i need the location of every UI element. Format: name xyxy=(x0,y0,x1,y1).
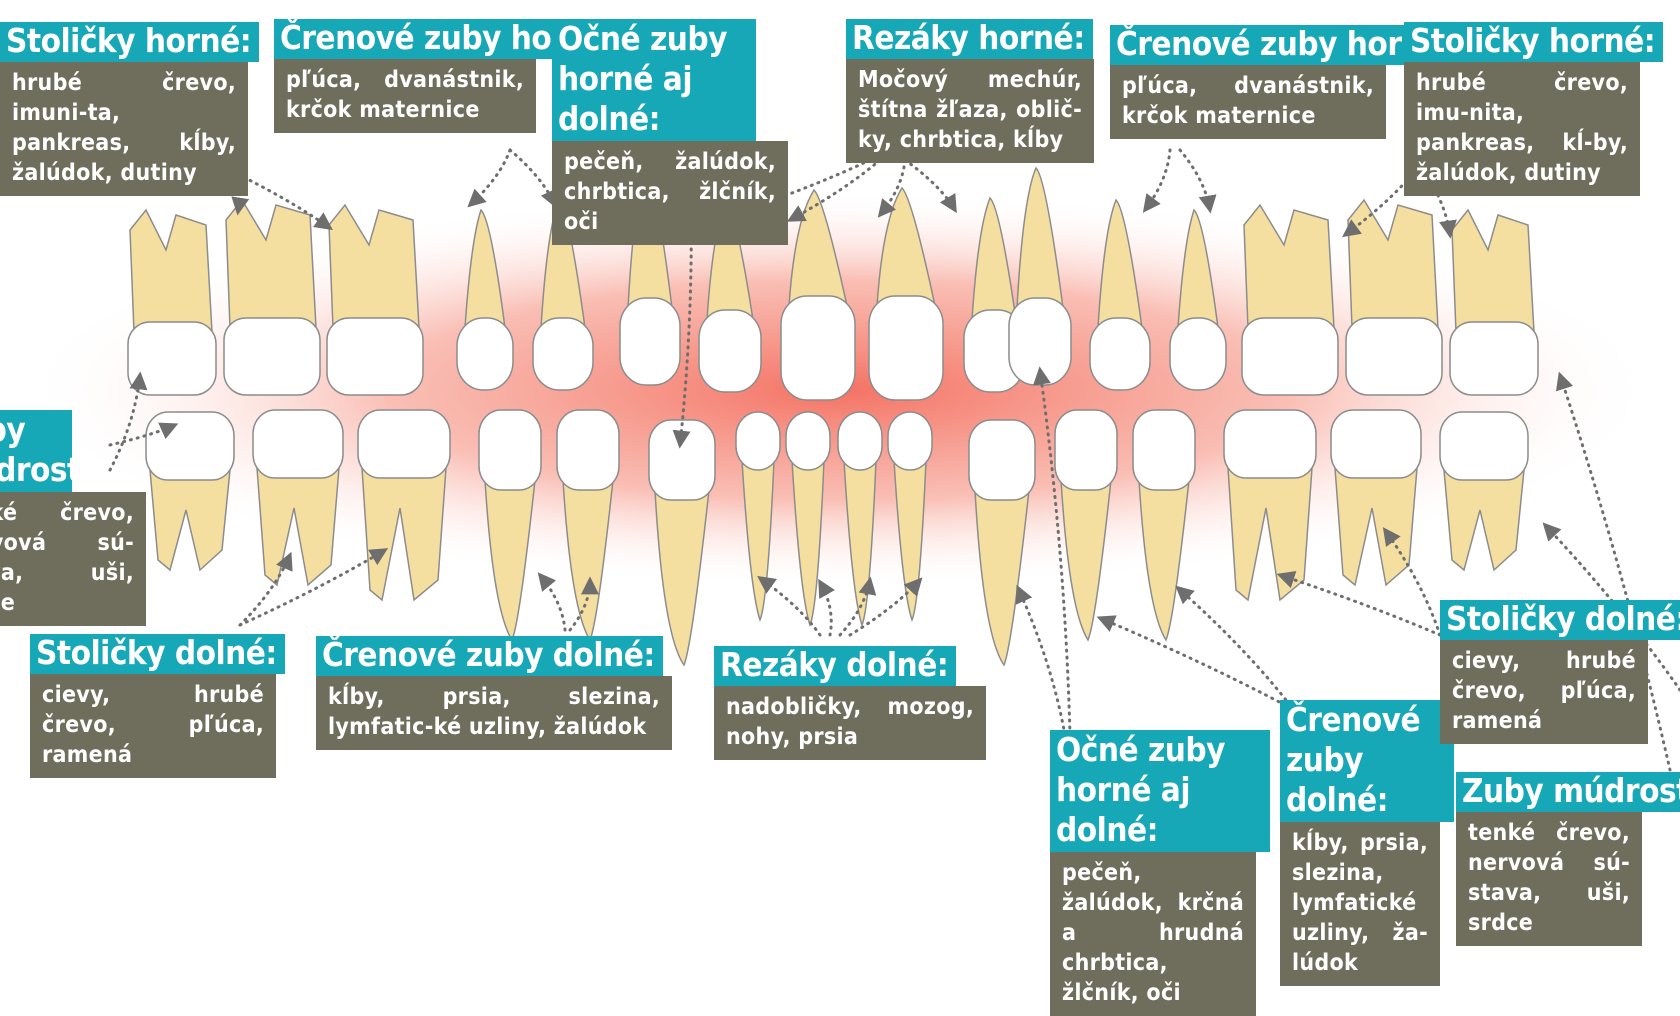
leader-arrow xyxy=(1178,148,1217,214)
label-lower-incisors: Rezáky dolné: nadobličky, mozog, nohy, p… xyxy=(714,646,986,760)
label-body: pľúca, dvanástnik, krčok maternice xyxy=(1110,65,1386,139)
label-title: Stoličky horné: xyxy=(0,22,260,62)
lower-tooth xyxy=(648,419,716,667)
leader-arrow xyxy=(1015,584,1067,737)
label-body: tenké črevo, nervová sú-stava, uši, srdc… xyxy=(0,492,146,626)
leader-arrow xyxy=(1382,527,1442,637)
upper-tooth xyxy=(1169,208,1227,391)
upper-tooth xyxy=(326,203,424,396)
leader-arrow xyxy=(108,422,179,447)
label-title: Rezáky dolné: xyxy=(714,646,957,686)
label-title: Stoličky dolné: xyxy=(1440,600,1680,640)
label-lower-premolars-left: Črenové zuby dolné: kĺby, prsia, slezina… xyxy=(316,636,672,750)
leader-arrow xyxy=(786,158,882,222)
leader-arrow xyxy=(238,548,389,627)
label-wisdom-teeth-left: Zuby múdrosti: tenké črevo, nervová sú-s… xyxy=(0,410,146,626)
label-body: hrubé črevo, imu-nita, pankreas, kĺ-by, … xyxy=(1404,62,1640,196)
upper-tooth xyxy=(1345,198,1443,396)
teeth-group xyxy=(127,166,1539,667)
leader-arrow xyxy=(877,158,907,218)
leader-arrow xyxy=(848,577,923,637)
label-title: Rezáky horné: xyxy=(846,19,1093,59)
upper-tooth xyxy=(698,198,762,393)
label-title: Očné zuby horné aj dolné: xyxy=(552,19,756,141)
leader-arrow xyxy=(1142,148,1172,213)
lower-tooth xyxy=(1223,409,1317,602)
label-upper-premolars-left: Črenové zuby horné: pľúca, dvanástnik, k… xyxy=(274,19,626,133)
lower-tooth xyxy=(357,409,451,602)
label-body: hrubé črevo, imuni-ta, pankreas, kĺby, ž… xyxy=(0,62,248,196)
label-body: cievy, hrubé črevo, pľúca, ramená xyxy=(1440,640,1648,744)
lower-tooth xyxy=(252,409,344,587)
label-lower-premolars-right: Črenové zuby dolné: kĺby, prsia, slezina… xyxy=(1280,700,1454,986)
label-body: kĺby, prsia, slezina, lymfatické uzliny,… xyxy=(1280,822,1440,986)
label-title: Zuby múdrosti: xyxy=(0,410,102,492)
label-body: nadobličky, mozog, nohy, prsia xyxy=(714,686,986,760)
label-body: cievy, hrubé črevo, pľúca, ramená xyxy=(30,674,276,778)
label-lower-molars-right: Stoličky dolné: cievy, hrubé črevo, pľúc… xyxy=(1440,600,1680,744)
lower-tooth xyxy=(735,411,781,623)
label-upper-molars-right: Stoličky horné: hrubé črevo, imu-nita, p… xyxy=(1404,22,1664,196)
label-upper-incisors: Rezáky horné: Močový mechúr, štítna žľaz… xyxy=(846,19,1094,163)
leader-arrow xyxy=(838,576,877,637)
label-body: pečeň, žalúdok, krčná a hrudná chrbtica,… xyxy=(1050,852,1256,1016)
label-title: Stoličky horné: xyxy=(1404,22,1664,62)
label-body: kĺby, prsia, slezina, lymfatic-ké uzliny… xyxy=(316,676,672,750)
arrows-group xyxy=(108,148,1680,772)
leader-arrow xyxy=(568,576,599,632)
label-body: tenké črevo, nervová sú-stava, uši, srdc… xyxy=(1456,812,1642,946)
upper-tooth xyxy=(1089,198,1151,391)
label-title: Črenové zuby horné: xyxy=(1110,25,1462,65)
leader-arrow xyxy=(108,371,148,472)
teeth-diagram xyxy=(20,148,1680,772)
label-wisdom-teeth-right: Zuby múdrosti: tenké črevo, nervová sú-s… xyxy=(1456,772,1680,946)
upper-tooth xyxy=(223,198,321,396)
upper-tooth xyxy=(127,208,217,396)
lower-tooth xyxy=(785,411,831,628)
leader-arrow xyxy=(903,158,957,214)
label-title: Očné zuby horné aj dolné: xyxy=(1050,730,1270,852)
upper-tooth xyxy=(1449,208,1539,396)
upper-tooth xyxy=(1241,203,1339,396)
leader-arrow xyxy=(1096,615,1287,707)
label-body: pečeň, žalúdok, chrbtica, žlčník, oči xyxy=(552,141,788,245)
upper-tooth xyxy=(1008,166,1072,386)
leader-arrow xyxy=(1276,571,1442,637)
label-canines-top: Očné zuby horné aj dolné: pečeň, žalúdok… xyxy=(552,19,788,245)
lower-tooth xyxy=(887,411,933,623)
label-title: Črenové zuby dolné: xyxy=(316,636,663,676)
lower-tooth xyxy=(145,411,235,572)
label-upper-molars-left: Stoličky horné: hrubé črevo, imuni-ta, p… xyxy=(0,22,260,196)
lower-tooth xyxy=(1330,409,1422,587)
label-lower-molars-left: Stoličky dolné: cievy, hrubé črevo, pľúc… xyxy=(30,634,285,778)
label-canines-bottom: Očné zuby horné aj dolné: pečeň, žalúdok… xyxy=(1050,730,1270,1016)
label-upper-premolars-right: Črenové zuby horné: pľúca, dvanástnik, k… xyxy=(1110,25,1462,139)
leader-arrow xyxy=(757,575,822,637)
leader-arrow xyxy=(238,551,293,627)
lower-tooth xyxy=(478,409,542,642)
lower-tooth xyxy=(1132,409,1196,642)
label-body: pľúca, dvanástnik, krčok maternice xyxy=(274,59,536,133)
leader-arrow xyxy=(1342,163,1422,238)
leader-arrow xyxy=(818,578,835,637)
leader-arrow xyxy=(1175,585,1292,707)
leader-arrow xyxy=(537,572,567,632)
lower-tooth xyxy=(1054,409,1118,642)
leader-arrow xyxy=(223,166,250,216)
label-title: Stoličky dolné: xyxy=(30,634,285,674)
leader-arrow xyxy=(467,148,512,208)
leader-arrow xyxy=(1555,371,1672,772)
leader-arrow xyxy=(1033,366,1072,737)
lower-tooth xyxy=(968,419,1036,667)
upper-tooth xyxy=(456,208,514,391)
label-title: Črenové zuby dolné: xyxy=(1280,700,1454,822)
leader-arrow xyxy=(508,148,558,209)
lower-tooth xyxy=(1439,411,1529,572)
label-title: Zuby múdrosti: xyxy=(1456,772,1680,812)
label-body: Močový mechúr, štítna žľaza, oblič-ky, c… xyxy=(846,59,1094,163)
